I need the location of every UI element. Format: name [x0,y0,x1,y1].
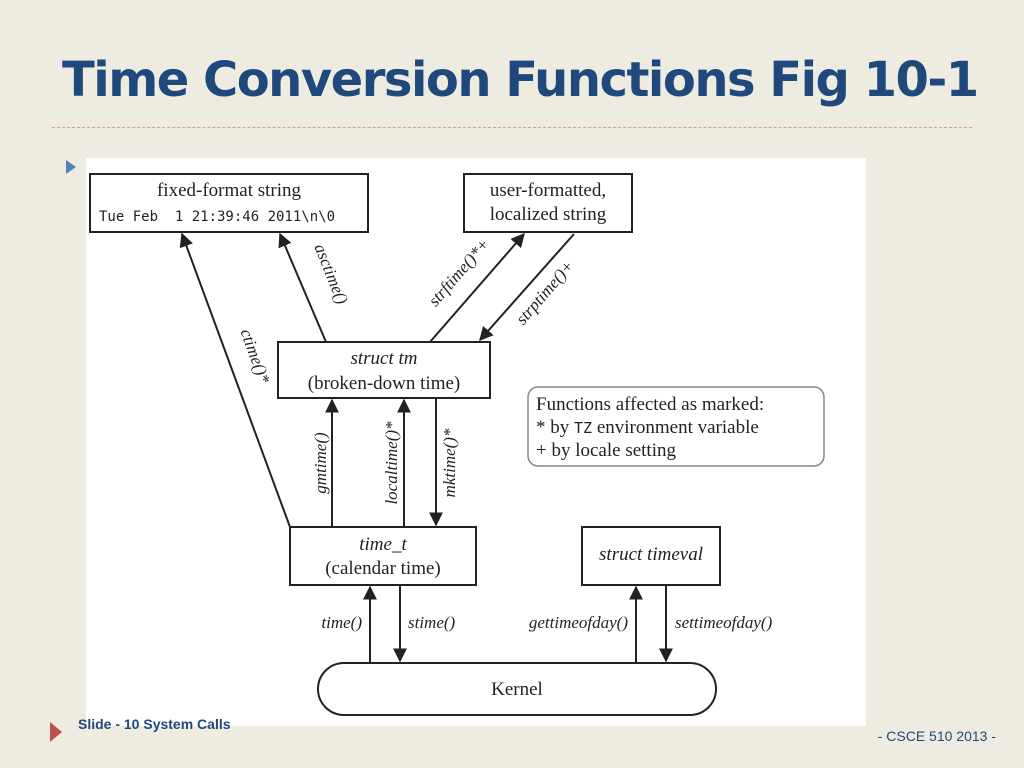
broken-down-time-label: (broken-down time) [308,373,460,394]
slide-title: Time Conversion Functions Fig 10-1 [62,52,979,108]
kernel-box [317,662,717,716]
asctime-arrow [278,232,327,343]
localtime-label: localtime()* [382,421,401,505]
diagram-figure: fixed-format string Tue Feb 1 21:39:46 2… [86,158,866,726]
kernel-label: Kernel [491,679,543,700]
struct-timeval-box [581,526,721,586]
footer-arrow-icon [50,722,62,742]
asctime-label: asctime() [310,241,351,307]
fixed-format-label: fixed-format string [157,180,302,201]
fixed-format-string-box [89,173,369,233]
legend-tz-prefix: * by [536,417,574,438]
strftime-label: strftime()*+ [424,235,493,310]
legend-tz-line: * by TZ environment variable [536,417,759,438]
time-t-label: time_t [359,534,407,555]
stime-label: stime() [408,613,456,632]
legend-tz-suffix: environment variable [592,417,759,438]
gettimeofday-label: gettimeofday() [529,613,628,632]
legend-locale-line: + by locale setting [536,440,676,461]
ctime-arrow [179,232,291,528]
legend-box [527,386,825,467]
user-formatted-label: user-formatted, [490,180,606,201]
footer-slide-label: Slide - 10 System Calls [78,716,231,732]
legend-title: Functions affected as marked: [536,394,764,415]
gmtime-label: gmtime() [311,432,330,494]
time-t-box [289,526,477,586]
calendar-time-label: (calendar time) [325,558,441,579]
time-label: time() [321,613,362,632]
ctime-label: ctime()* [237,326,274,386]
fixed-format-example: Tue Feb 1 21:39:46 2011\n\0 [99,209,335,225]
user-formatted-string-box [463,173,633,233]
struct-tm-label: struct tm [350,348,417,369]
legend-tz-code: TZ [574,419,592,437]
footer-course-label: - CSCE 510 2013 - [877,728,996,744]
mktime-label: mktime()* [440,428,459,497]
struct-tm-box [277,341,491,399]
settimeofday-label: settimeofday() [675,613,773,632]
localized-string-label: localized string [490,204,607,225]
struct-timeval-label: struct timeval [599,544,703,565]
bullet-arrow-icon [66,160,76,174]
strptime-arrow [479,233,575,342]
strftime-arrow [429,232,525,343]
diagram-svg: fixed-format string Tue Feb 1 21:39:46 2… [89,173,825,716]
title-divider [52,127,972,128]
